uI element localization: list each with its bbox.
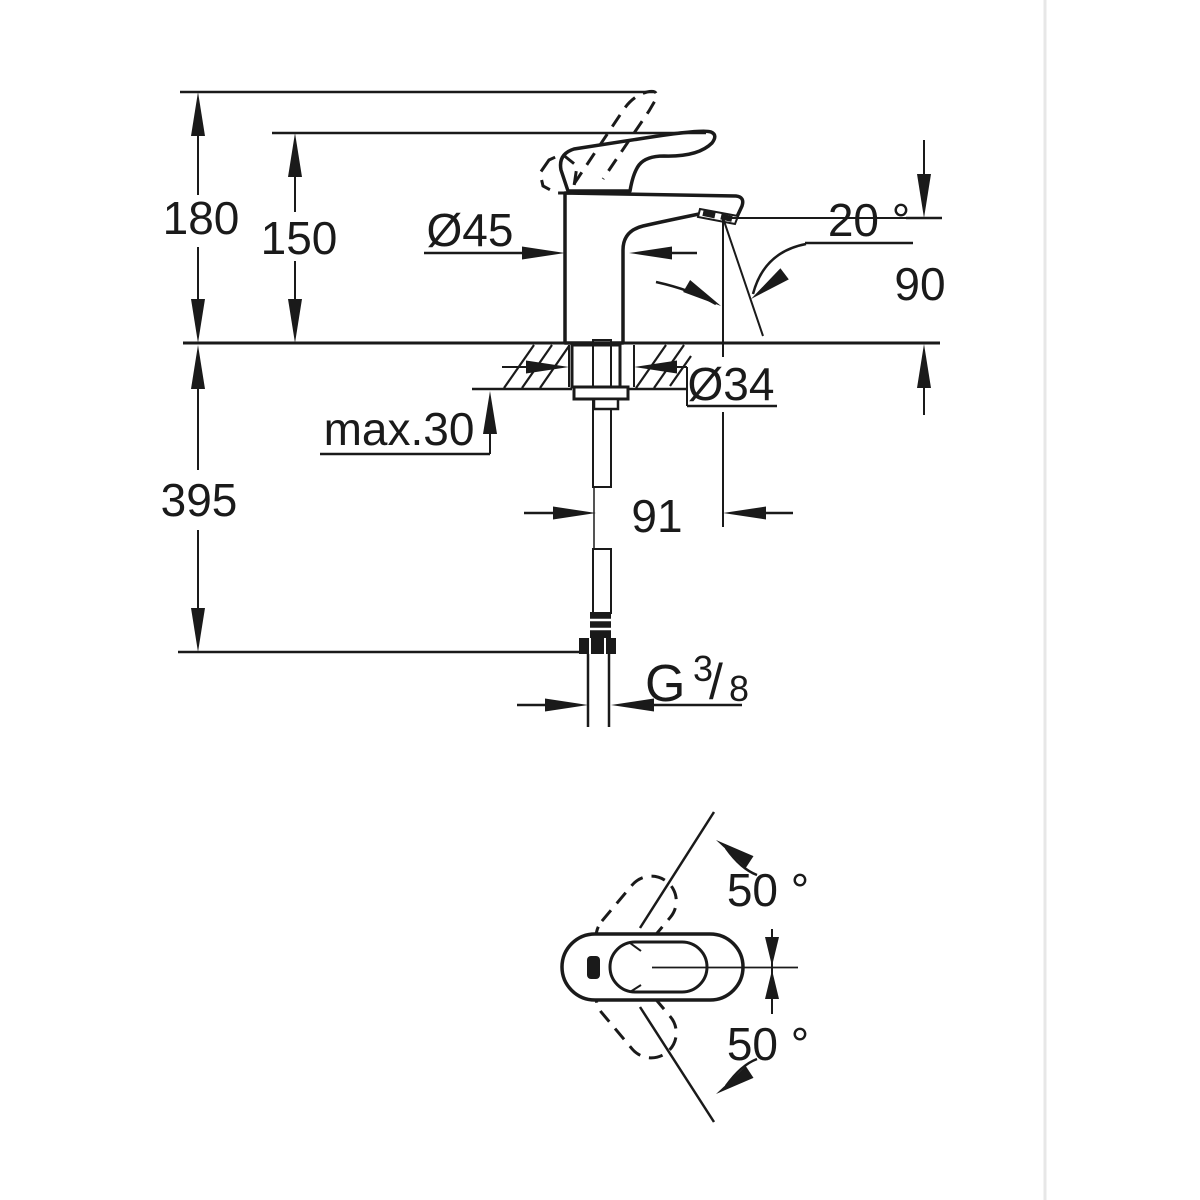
reference-lines [178,90,942,654]
connection-nut [579,638,616,654]
dim-50deg-lower-label: 50 ° [727,1018,809,1070]
dim-max30-label: max.30 [324,403,475,455]
dim-thread-size: G 3 / 8 [517,648,749,713]
dim-lever-height: 150 [261,133,338,343]
dim-max-deck-thickness: max.30 [320,391,497,456]
dim-150-label: 150 [261,212,338,264]
centerline-measure-arrows [765,929,779,1014]
dim-d34-label: Ø34 [688,358,775,410]
dim-91-label: 91 [631,490,682,542]
thread-g-label: G [645,655,685,713]
thread-numerator: 3 [693,648,713,689]
dim-d45-label: Ø45 [427,204,514,256]
top-view: 50 ° 50 ° [560,811,809,1123]
mounting-shank [570,343,622,389]
mounting-nut [572,385,630,401]
dim-below-deck-length: 395 [161,345,238,652]
dim-395-label: 395 [161,474,238,526]
lever-handle [558,129,717,193]
side-view: 180 150 Ø45 20 ° [161,89,946,727]
dim-aerator-angle: 20 ° [655,194,913,306]
thread-slash: / [709,654,723,710]
hose-fitting [579,612,616,727]
dim-hole-diameter: Ø34 [502,358,777,410]
dim-spout-reach: 91 [524,490,793,542]
dim-20deg-label: 20 ° [828,194,910,246]
supply-hose [572,339,630,727]
dim-spout-outlet-height: 90 [894,140,946,415]
dim-180-label: 180 [163,192,240,244]
thread-denominator: 8 [729,668,749,709]
dim-base-diameter: Ø45 [424,204,697,260]
faucet-body [538,89,745,345]
dim-overall-height: 180 [163,92,240,343]
spout-outlet-plan [587,956,600,979]
dim-50deg-upper-label: 50 ° [727,864,809,916]
dim-90-label: 90 [894,258,945,310]
